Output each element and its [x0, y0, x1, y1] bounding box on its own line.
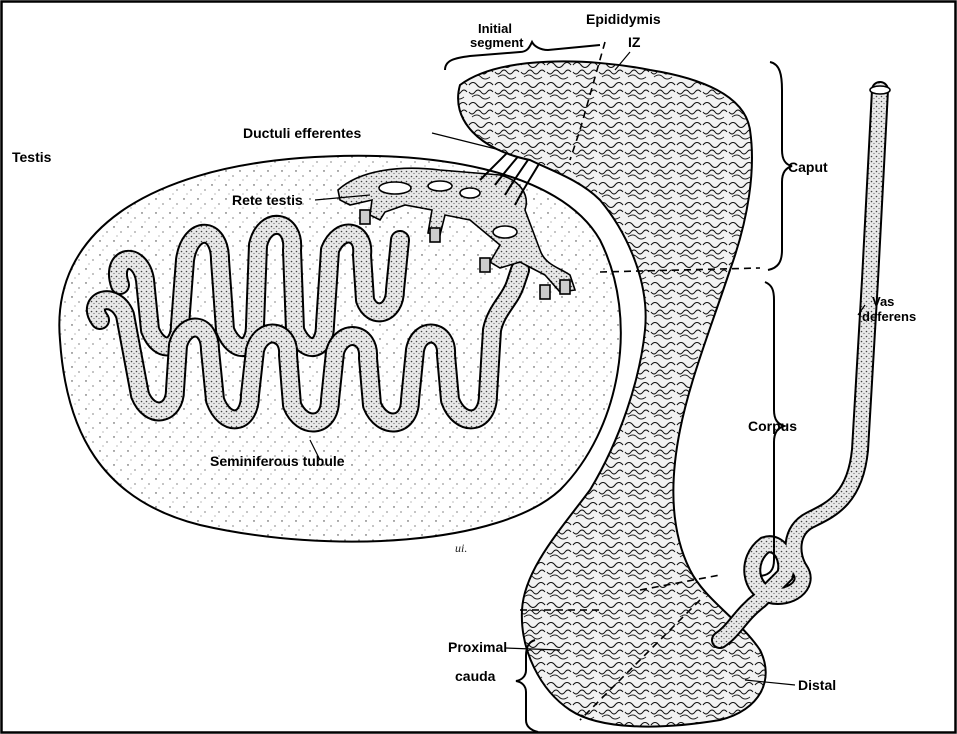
label-initial-segment-2: segment [470, 35, 524, 50]
label-proximal: Proximal [448, 639, 507, 655]
label-testis: Testis [12, 149, 52, 165]
label-vas-deferens-2: deferens [862, 309, 916, 324]
label-corpus: Corpus [748, 418, 797, 434]
vas-deferens-opening [870, 86, 890, 94]
label-iz: IZ [628, 34, 641, 50]
label-vas-deferens-1: Vas [872, 294, 894, 309]
label-caput: Caput [788, 159, 828, 175]
label-seminiferous-tubule: Seminiferous tubule [210, 453, 345, 469]
label-epididymis: Epididymis [586, 11, 661, 27]
label-distal: Distal [798, 677, 836, 693]
artist-signature: ui. [455, 541, 467, 555]
label-cauda: cauda [455, 668, 496, 684]
label-initial-segment-1: Initial [478, 21, 512, 36]
label-rete-testis: Rete testis [232, 192, 303, 208]
label-ductuli-efferentes: Ductuli efferentes [243, 125, 361, 141]
